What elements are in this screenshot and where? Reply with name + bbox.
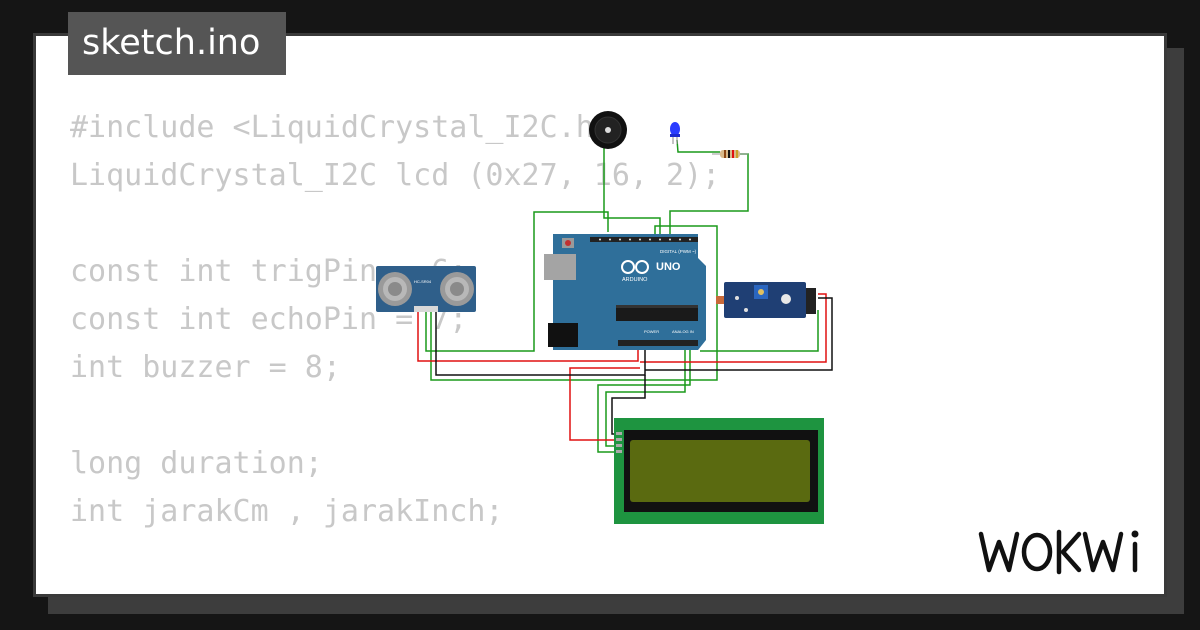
code-line: int buzzer = 8; <box>70 350 341 385</box>
resistor-icon[interactable] <box>712 150 748 158</box>
code-line: #include <LiquidCrystal_I2C.h> <box>70 110 612 145</box>
wokwi-logo <box>978 529 1139 575</box>
wire-gnd-ldr <box>645 297 833 371</box>
wire-5v-lcd <box>569 367 640 441</box>
wire-ldr-signal <box>700 310 819 352</box>
arduino-logo-icon <box>621 260 649 274</box>
wire-gnd-sensor <box>435 312 646 376</box>
code-preview: #include <LiquidCrystal_I2C.h> LiquidCrys… <box>70 104 721 594</box>
wire-buzzer <box>603 128 661 234</box>
wire-trig <box>425 211 609 352</box>
analog-label: ANALOG IN <box>672 329 694 334</box>
ultrasonic-label: HC-SR04 <box>414 279 432 284</box>
ultrasonic-sensor[interactable]: HC-SR04 <box>376 266 476 312</box>
board-brand: ARDUINO <box>622 277 648 283</box>
wire-lcd-scl <box>605 345 686 447</box>
wire-led <box>676 139 720 153</box>
code-line: int jarakCm , jarakInch; <box>70 494 504 529</box>
microcontroller-chip <box>616 305 698 321</box>
arduino-uno-board[interactable]: DIGITAL (PWM ~) UNO ARDUINO POWER ANALOG… <box>544 234 706 350</box>
code-line: const int echoPin = 7; <box>70 302 468 337</box>
power-jack <box>548 323 578 347</box>
code-line: int ledPin = 5; <box>70 584 720 594</box>
board-model: UNO <box>656 261 681 273</box>
digital-label: DIGITAL (PWM ~) <box>660 249 697 254</box>
code-line: long duration; <box>70 446 323 481</box>
wire-5v-ldr <box>640 293 827 363</box>
file-name-label: sketch.ino <box>68 12 286 75</box>
wire-lcd-sda <box>597 345 691 453</box>
buzzer-icon[interactable] <box>589 111 627 149</box>
code-line: LiquidCrystal_I2C lcd (0x27, 16, 2); <box>70 158 721 193</box>
power-label: POWER <box>644 329 659 334</box>
led-icon[interactable] <box>670 122 680 144</box>
usb-port <box>544 254 576 280</box>
wire-5v-sensor <box>417 312 639 362</box>
lcd-1602-icon[interactable] <box>614 418 824 524</box>
wire-resistor <box>669 153 749 234</box>
ldr-sensor-icon[interactable] <box>716 282 816 318</box>
